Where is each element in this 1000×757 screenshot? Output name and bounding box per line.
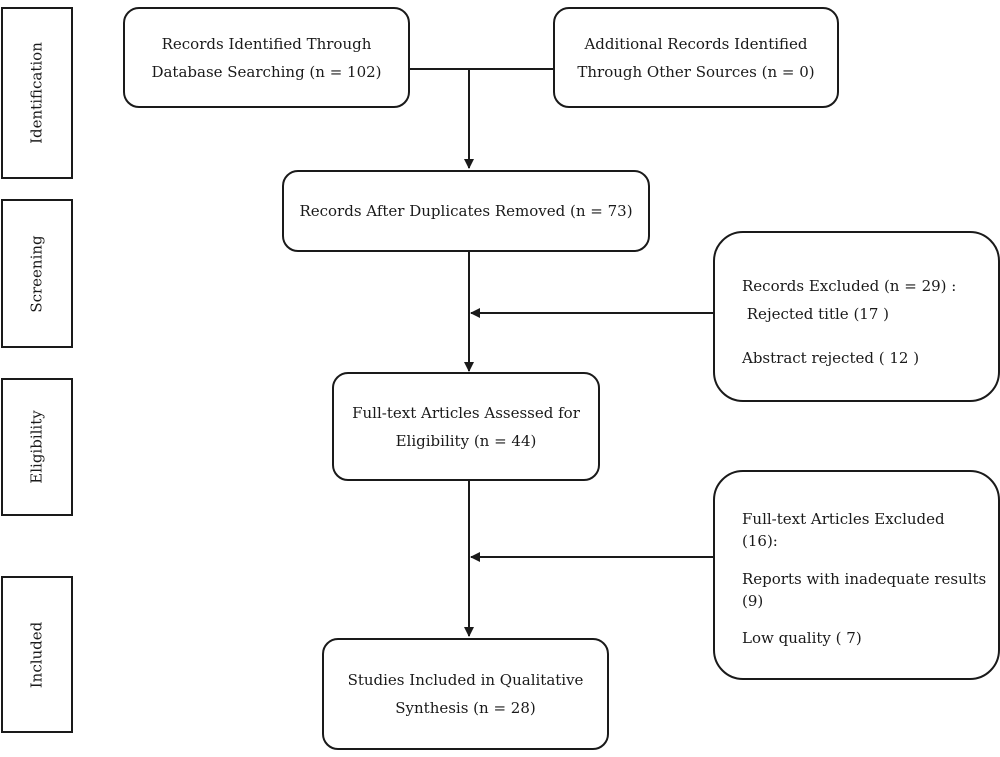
database-records-line-2: Database Searching (n = 102) xyxy=(151,62,382,81)
stage-label-screening: Screening xyxy=(27,234,46,313)
stage-included: Included xyxy=(1,576,73,733)
stage-screening: Screening xyxy=(1,199,73,348)
stage-label-included: Included xyxy=(27,621,46,688)
records-excluded-line-2: Rejected title (17 ) xyxy=(742,305,889,323)
stage-identification: Identification xyxy=(1,7,73,179)
stage-eligibility: Eligibility xyxy=(1,378,73,516)
after-duplicates-box: Records After Duplicates Removed (n = 73… xyxy=(282,170,650,252)
records-excluded-box: Records Excluded (n = 29) : Rejected tit… xyxy=(713,231,1000,402)
included-studies-line-2: Synthesis (n = 28) xyxy=(395,699,536,717)
full-text-excluded-line-4: (9) xyxy=(742,592,764,610)
database-records-line-1: Records Identified Through xyxy=(161,34,372,53)
stage-label-eligibility: Eligibility xyxy=(27,410,46,484)
records-excluded-line-1: Records Excluded (n = 29) : xyxy=(742,277,957,295)
full-text-excluded-line-5: Low quality ( 7) xyxy=(742,629,862,647)
other-sources-line-1: Additional Records Identified xyxy=(584,34,808,53)
full-text-excluded-box: Full-text Articles Excluded (16): Report… xyxy=(713,470,1000,680)
full-text-excluded-line-3: Reports with inadequate results xyxy=(742,570,987,588)
full-text-excluded-line-2: (16): xyxy=(742,532,778,550)
stage-label-identification: Identification xyxy=(27,42,46,144)
full-text-excluded-line-1: Full-text Articles Excluded xyxy=(742,510,945,528)
other-sources-box: Additional Records Identified Through Ot… xyxy=(553,7,839,108)
full-text-assessed-box: Full-text Articles Assessed for Eligibil… xyxy=(332,372,600,481)
after-duplicates-line-1: Records After Duplicates Removed (n = 73… xyxy=(299,202,633,220)
included-studies-line-1: Studies Included in Qualitative xyxy=(347,671,584,689)
database-records-box: Records Identified Through Database Sear… xyxy=(123,7,410,108)
other-sources-line-2: Through Other Sources (n = 0) xyxy=(577,62,815,81)
included-studies-box: Studies Included in Qualitative Synthesi… xyxy=(322,638,609,750)
records-excluded-line-3: Abstract rejected ( 12 ) xyxy=(742,349,920,367)
full-text-assessed-line-1: Full-text Articles Assessed for xyxy=(352,403,580,422)
full-text-assessed-line-2: Eligibility (n = 44) xyxy=(395,431,537,450)
